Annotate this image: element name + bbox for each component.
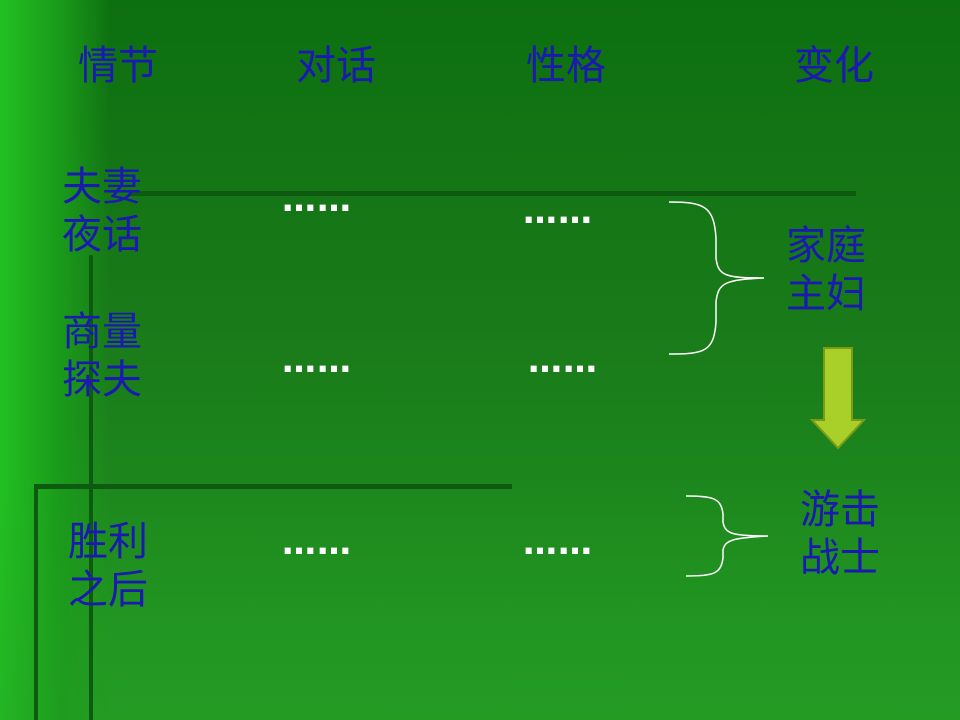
row-2-plot: 商量探夫: [62, 309, 142, 403]
row-3-dialogue: ……: [282, 523, 352, 563]
divider-top-horizontal: [130, 191, 856, 196]
header-plot: 情节: [78, 43, 158, 89]
row-2-character: ……: [528, 341, 598, 381]
brace-icon: [668, 201, 765, 355]
bottom-gradient-band: [0, 480, 960, 720]
header-dialogue: 对话: [296, 43, 376, 89]
row-3-plot: 胜利之后: [68, 519, 148, 613]
change-after: 游击战士: [800, 487, 880, 581]
header-change: 变化: [794, 43, 874, 89]
row-1-dialogue: ……: [282, 180, 352, 220]
divider-bottom-horizontal: [34, 484, 512, 489]
down-arrow-icon: [810, 347, 866, 450]
divider-bottom-vertical: [34, 484, 38, 720]
row-2-dialogue: ……: [282, 341, 352, 381]
brace-icon-small: [685, 495, 769, 577]
change-before: 家庭主妇: [786, 223, 866, 317]
header-character: 性格: [526, 43, 606, 89]
row-3-character: ……: [523, 523, 593, 563]
row-1-character: ……: [523, 192, 593, 232]
row-1-plot: 夫妻夜话: [62, 164, 142, 258]
